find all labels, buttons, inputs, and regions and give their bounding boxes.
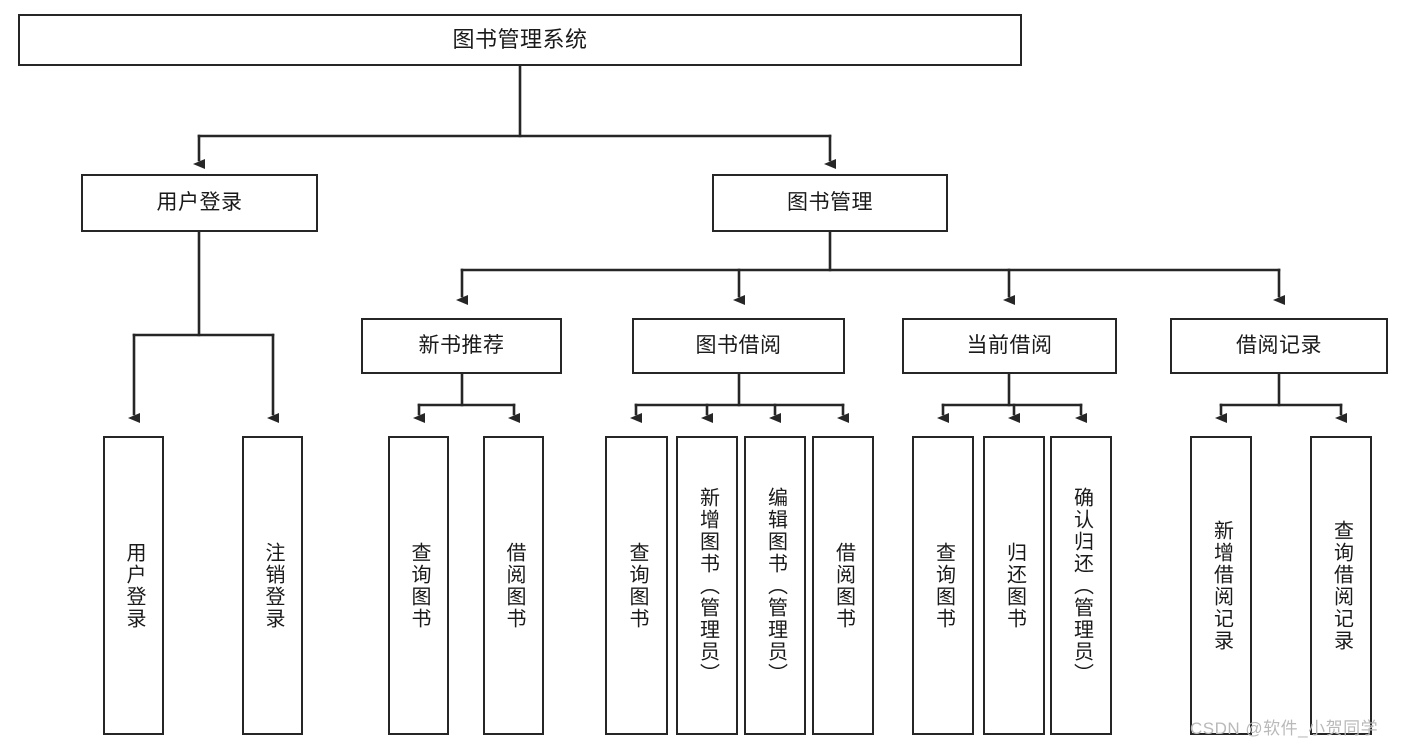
node-label: 图书管理 bbox=[787, 190, 873, 214]
node-label: 新增图书（管理员） bbox=[696, 486, 719, 685]
node-label: 用户登录 bbox=[123, 541, 145, 630]
edge-group-book-borrow bbox=[630, 372, 849, 423]
node-user-login[interactable]: 用户登录 bbox=[81, 174, 318, 232]
node-label: 查询图书 bbox=[932, 541, 955, 630]
node-leaf-user-login[interactable]: 用户登录 bbox=[103, 436, 164, 735]
node-label: 当前借阅 bbox=[966, 333, 1053, 357]
node-label: 归还图书 bbox=[1003, 541, 1026, 630]
node-leaf-return-book[interactable]: 归还图书 bbox=[983, 436, 1045, 735]
edge-group-book-management bbox=[456, 230, 1285, 305]
node-label: 图书借阅 bbox=[695, 333, 782, 357]
node-leaf-borrow-book-recommend[interactable]: 借阅图书 bbox=[483, 436, 544, 735]
edge-group-current-borrow bbox=[937, 372, 1087, 423]
node-borrow-record[interactable]: 借阅记录 bbox=[1170, 318, 1388, 374]
node-label: 查询借阅记录 bbox=[1330, 519, 1353, 652]
edge-group-new-book bbox=[413, 372, 520, 423]
node-label: 用户登录 bbox=[156, 190, 243, 214]
node-label: 查询图书 bbox=[626, 541, 648, 630]
node-label: 注销登录 bbox=[262, 541, 284, 630]
node-label: 确认归还（管理员） bbox=[1070, 486, 1093, 685]
node-leaf-add-borrow-record[interactable]: 新增借阅记录 bbox=[1190, 436, 1252, 735]
csdn-watermark: CSDN @软件_小贺同学 bbox=[1190, 719, 1379, 738]
node-label: 图书管理系统 bbox=[452, 27, 588, 53]
node-label: 新增借阅记录 bbox=[1210, 519, 1233, 652]
node-leaf-query-book-recommend[interactable]: 查询图书 bbox=[388, 436, 449, 735]
node-leaf-query-borrow-record[interactable]: 查询借阅记录 bbox=[1310, 436, 1372, 735]
node-label: 借阅图书 bbox=[503, 541, 525, 630]
node-label: 借阅记录 bbox=[1236, 333, 1322, 357]
node-current-borrow[interactable]: 当前借阅 bbox=[902, 318, 1117, 374]
node-label: 查询图书 bbox=[408, 541, 430, 630]
node-leaf-borrow-book[interactable]: 借阅图书 bbox=[812, 436, 874, 735]
node-leaf-add-book-admin[interactable]: 新增图书（管理员） bbox=[676, 436, 738, 735]
node-root-system[interactable]: 图书管理系统 bbox=[18, 14, 1022, 66]
node-leaf-confirm-return-admin[interactable]: 确认归还（管理员） bbox=[1050, 436, 1112, 735]
node-book-borrow[interactable]: 图书借阅 bbox=[632, 318, 845, 374]
node-book-management[interactable]: 图书管理 bbox=[712, 174, 948, 232]
edge-group-root bbox=[193, 64, 836, 169]
node-leaf-edit-book-admin[interactable]: 编辑图书（管理员） bbox=[744, 436, 806, 735]
node-leaf-logout[interactable]: 注销登录 bbox=[242, 436, 303, 735]
node-label: 编辑图书（管理员） bbox=[764, 486, 787, 685]
edge-group-user-login bbox=[128, 230, 279, 423]
node-label: 借阅图书 bbox=[832, 541, 855, 630]
edge-group-borrow-record bbox=[1215, 372, 1347, 423]
node-label: 新书推荐 bbox=[418, 333, 505, 357]
node-new-book-recommend[interactable]: 新书推荐 bbox=[361, 318, 562, 374]
node-leaf-query-book-current[interactable]: 查询图书 bbox=[912, 436, 974, 735]
node-leaf-query-book-borrow[interactable]: 查询图书 bbox=[605, 436, 668, 735]
